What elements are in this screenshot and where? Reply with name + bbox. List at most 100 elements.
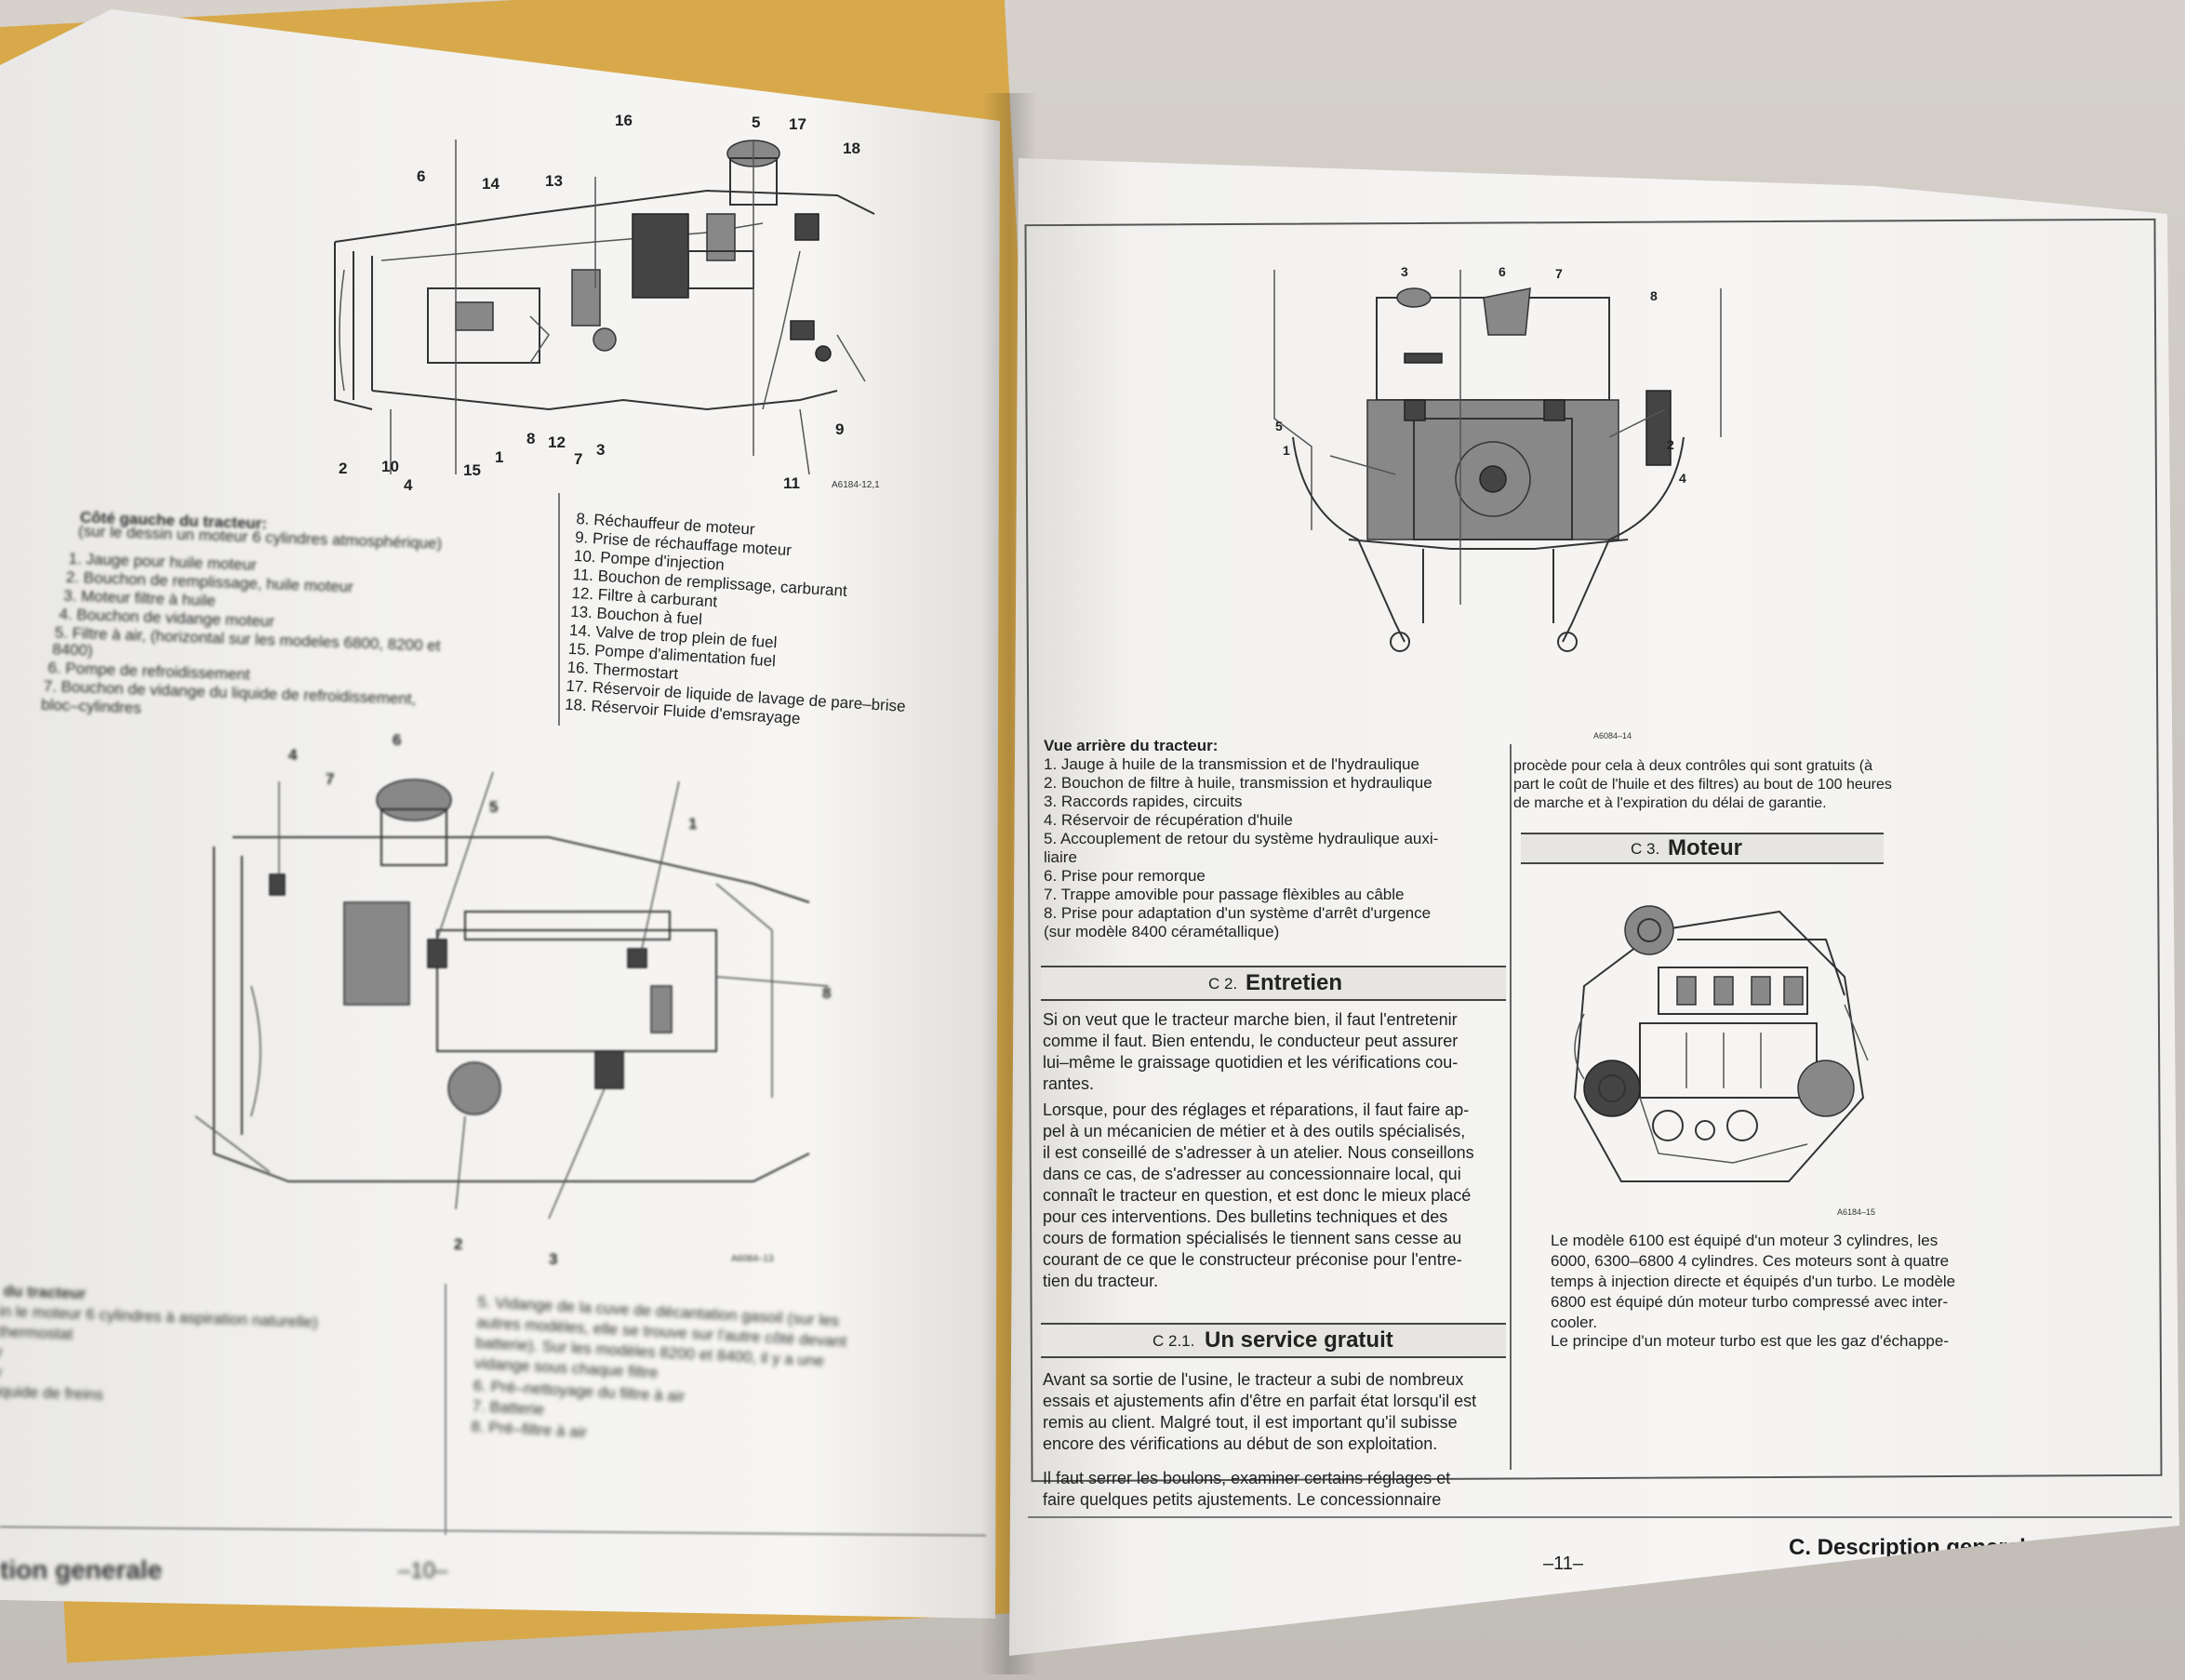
figure-right-side-engine <box>194 771 829 1220</box>
callout-6: 6 <box>417 167 426 185</box>
callout-4: 4 <box>288 746 298 764</box>
engine-figure-code: A6184–15 <box>1837 1207 1876 1217</box>
list-item: 1. Jauge à huile de la transmission et d… <box>1044 755 1419 773</box>
footer-rule-left <box>0 1526 986 1537</box>
text-line: cours de formation spécialisés le tienne… <box>1043 1229 1462 1247</box>
list-item: r <box>0 1342 4 1362</box>
text-line: remis au client. Malgré tout, il est imp… <box>1043 1413 1458 1432</box>
figure2-code: A6084–13 <box>731 1254 774 1264</box>
callout-8: 8 <box>1650 288 1658 303</box>
list-item: 5. Accouplement de retour du système hyd… <box>1044 830 1439 847</box>
page-number-left: –10– <box>398 1558 448 1583</box>
list-item: 8. Prise pour adaptation d'un système d'… <box>1044 904 1432 922</box>
left-page: 16 5 17 18 6 14 13 9 2 10 4 15 1 8 12 7 … <box>0 9 1000 1619</box>
callout-13: 13 <box>545 172 563 190</box>
section-number: C 2. <box>1208 975 1238 993</box>
footer-rule-right <box>1028 1516 2172 1518</box>
section-heading-moteur: C 3. Moteur <box>1521 833 1884 864</box>
callout-5: 5 <box>489 798 499 816</box>
text-line: temps à injection directe et équipés d'u… <box>1551 1273 1956 1290</box>
list-item: 2. Bouchon de filtre à huile, transmissi… <box>1044 774 1432 792</box>
text-line: Lorsque, pour des réglages et réparation… <box>1043 1100 1470 1119</box>
caption3-title: Vue arrière du tracteur: <box>1044 737 1219 754</box>
section-heading-entretien: C 2. Entretien <box>1041 966 1506 1001</box>
list-item: (sur modèle 8400 céramétallique) <box>1044 923 1280 940</box>
text-line: 6800 est équipé dún moteur turbo compres… <box>1551 1293 1949 1311</box>
callout-6: 6 <box>1499 264 1506 279</box>
section-number: C 2.1. <box>1152 1332 1195 1350</box>
caption2-divider <box>445 1284 446 1535</box>
caption1-divider <box>558 493 560 726</box>
callout-4: 4 <box>1679 471 1686 486</box>
text-line: rantes. <box>1043 1074 1095 1093</box>
list-item: iquide de freins <box>0 1381 104 1404</box>
text-line: pour ces interventions. Des bulletins te… <box>1043 1207 1448 1226</box>
list-item: 8. Pré–filtre à air <box>470 1417 588 1442</box>
figure-rear-view <box>1273 270 1722 652</box>
section-title: Un service gratuit <box>1205 1327 1393 1353</box>
list-item: du tracteur <box>3 1282 87 1303</box>
callout-1: 1 <box>688 815 698 833</box>
text-line: procède pour cela à deux contrôles qui s… <box>1513 758 1873 774</box>
callout-18: 18 <box>843 140 860 157</box>
callout-8: 8 <box>822 984 832 1002</box>
section-heading-service-gratuit: C 2.1. Un service gratuit <box>1041 1323 1506 1358</box>
section-title: Entretien <box>1246 970 1343 995</box>
text-line: connaît le tracteur en question, et est … <box>1043 1186 1472 1205</box>
callout-16: 16 <box>615 112 633 129</box>
callout-12: 12 <box>548 433 566 451</box>
text-line: Le modèle 6100 est équipé d'un moteur 3 … <box>1551 1232 1939 1249</box>
list-item: bloc–cylindres <box>40 695 142 717</box>
text-line: essais et ajustements afin d'être en par… <box>1043 1392 1477 1410</box>
callout-1: 1 <box>495 448 504 466</box>
text-line: lui–même le graissage quotidien et les v… <box>1043 1053 1459 1072</box>
callout-5: 5 <box>752 113 761 131</box>
callout-3: 3 <box>596 441 606 459</box>
text-line: 6000, 6300–6800 4 cylindres. Ces moteurs… <box>1551 1252 1950 1270</box>
text-line: de marche et à l'expiration du délai de … <box>1513 795 1827 811</box>
text-line: cooler. <box>1551 1313 1598 1331</box>
callout-6: 6 <box>393 731 402 749</box>
callout-4: 4 <box>404 476 413 494</box>
callout-17: 17 <box>789 115 806 133</box>
text-line: comme il faut. Bien entendu, le conducte… <box>1043 1032 1459 1050</box>
list-item: liaire <box>1044 848 1077 866</box>
list-item: 8400) <box>51 640 94 660</box>
callout-3: 3 <box>1401 264 1408 279</box>
callout-2: 2 <box>454 1235 463 1253</box>
figure3-code: A6084–14 <box>1593 731 1632 740</box>
callout-2: 2 <box>1667 437 1674 452</box>
callout-5: 5 <box>1275 419 1283 433</box>
callout-14: 14 <box>482 175 500 193</box>
text-line: pel à un mécanicien de métier et à des o… <box>1043 1122 1466 1140</box>
list-item: 6. Prise pour remorque <box>1044 867 1206 885</box>
list-item: 7. Batterie <box>472 1396 545 1419</box>
text-line: tien du tracteur. <box>1043 1272 1159 1290</box>
list-item: 4. Réservoir de récupération d'huile <box>1044 811 1293 829</box>
callout-11: 11 <box>783 474 800 492</box>
page-number-right: –11– <box>1543 1553 1584 1574</box>
callout-2: 2 <box>339 460 348 477</box>
text-line: il est conseillé de s'adresser à un atel… <box>1043 1143 1474 1162</box>
text-line: courant de ce que le constructeur précon… <box>1043 1250 1462 1269</box>
callout-10: 10 <box>381 458 399 475</box>
text-line: faire quelques petits ajustements. Le co… <box>1043 1490 1442 1509</box>
text-line: Avant sa sortie de l'usine, le tracteur … <box>1043 1370 1464 1389</box>
engine-illustration <box>1573 905 1869 1182</box>
text-line: encore des vérifications au début de son… <box>1043 1434 1438 1453</box>
callout-7: 7 <box>574 450 583 468</box>
list-item: thermostat <box>0 1322 73 1343</box>
footer-section-title-left: tion generale <box>0 1555 163 1584</box>
callout-15: 15 <box>463 461 481 479</box>
list-item: 3. Raccords rapides, circuits <box>1044 793 1243 810</box>
right-page: 3 6 7 8 5 1 2 4 A6084–14 Vue arrière du … <box>1009 158 2179 1656</box>
text-line: Si on veut que le tracteur marche bien, … <box>1043 1010 1458 1029</box>
figure1-code: A6184-12,1 <box>832 480 880 490</box>
text-line: Le principe d'un moteur turbo est que le… <box>1551 1332 1949 1350</box>
text-line: dans ce cas, de s'adresser au concession… <box>1043 1165 1461 1183</box>
column-divider <box>1510 744 1512 1470</box>
list-item: 7. Trappe amovible pour passage flèxible… <box>1044 886 1405 903</box>
callout-1: 1 <box>1283 443 1290 458</box>
callout-7: 7 <box>326 770 335 788</box>
callout-3: 3 <box>549 1250 558 1268</box>
